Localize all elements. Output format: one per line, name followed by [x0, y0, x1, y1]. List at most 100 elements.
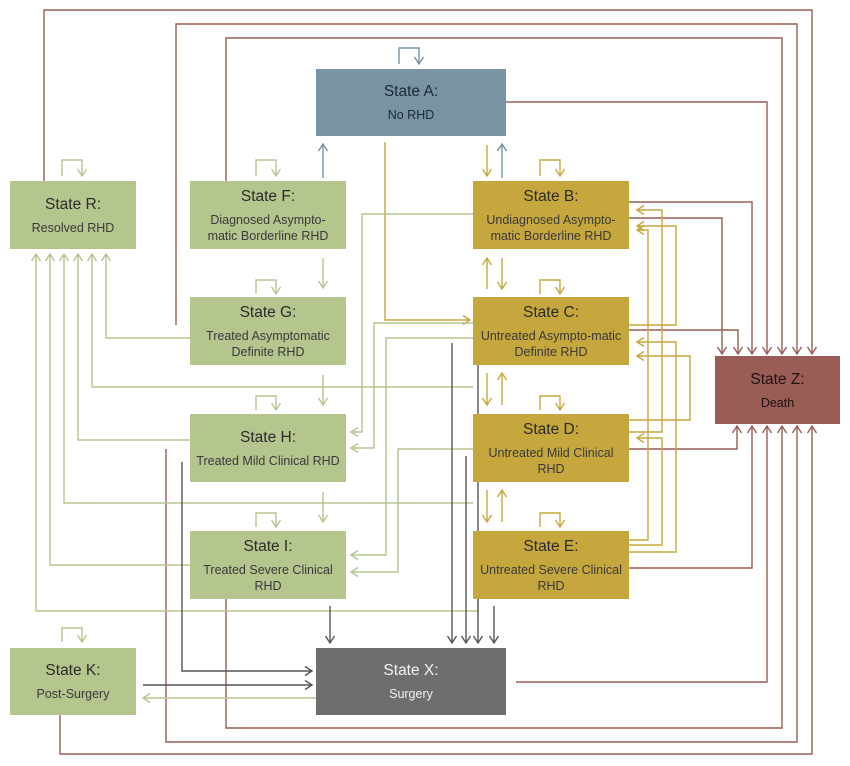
transition-line-47: [351, 213, 473, 433]
arrowhead-20: [746, 424, 758, 434]
transition-line-23: [165, 426, 798, 743]
state-d-title: State D:: [523, 420, 579, 438]
arrowhead-9: [270, 519, 282, 529]
arrowhead-2: [76, 168, 88, 178]
arrowhead-32: [496, 371, 508, 381]
state-z-box: State Z: Death: [715, 356, 840, 424]
state-g-box: State G: Treated Asymptomatic Definite R…: [190, 297, 346, 365]
arrowhead-35: [635, 220, 645, 232]
transition-line-16: [629, 201, 753, 354]
arrowhead-50: [349, 566, 359, 578]
transition-line-9: [255, 512, 277, 527]
transition-line-3: [255, 159, 277, 176]
transition-line-1: [398, 47, 420, 64]
state-z-title: State Z:: [750, 370, 805, 388]
transition-line-12: [43, 9, 813, 354]
state-c-desc: Untreated Asympto-matic Definite RHD: [480, 328, 622, 359]
state-x-desc: Surgery: [389, 687, 433, 701]
state-h-title: State H:: [240, 428, 296, 446]
state-i-title: State I:: [243, 537, 293, 555]
arrowhead-44: [100, 252, 112, 262]
state-k-title: State K:: [45, 662, 101, 679]
transition-line-40: [629, 437, 663, 546]
state-h-box: State H: Treated Mild Clinical RHD: [190, 414, 346, 482]
arrowhead-27: [481, 168, 493, 178]
state-e-desc: Untreated Severe Clinical RHD: [480, 562, 622, 593]
state-f-box: State F: Diagnosed Asympto-matic Borderl…: [190, 181, 346, 249]
transition-line-6: [539, 279, 561, 294]
arrowhead-57: [460, 635, 472, 645]
arrowhead-22: [776, 424, 788, 434]
state-a-title: State A:: [383, 83, 439, 100]
transition-line-18: [629, 329, 739, 354]
arrowhead-37: [635, 224, 645, 236]
transition-line-20: [629, 426, 753, 569]
arrowhead-46: [44, 252, 56, 262]
arrowhead-39: [635, 350, 645, 362]
state-d-desc: Untreated Mild Clinical RHD: [488, 445, 614, 476]
arrowhead-49: [349, 549, 359, 561]
arrowhead-40: [635, 432, 645, 444]
arrowhead-38: [635, 336, 645, 348]
transition-line-5: [255, 279, 277, 294]
state-i-box: State I: Treated Severe Clinical RHD: [190, 531, 346, 599]
arrowhead-59: [488, 635, 500, 645]
state-d-box: State D: Untreated Mild Clinical RHD: [473, 414, 629, 482]
transition-line-28: [384, 142, 470, 321]
arrowhead-4: [554, 168, 566, 178]
state-b-box: State B: Undiagnosed Asympto-matic Borde…: [473, 181, 629, 249]
arrowhead-10: [554, 519, 566, 529]
arrowhead-29: [481, 256, 493, 266]
arrowhead-18: [732, 346, 744, 356]
transition-line-8: [539, 395, 561, 410]
transition-line-48: [351, 322, 473, 449]
transition-line-21: [516, 426, 768, 683]
state-f-title: State F:: [240, 187, 296, 205]
transition-line-44: [105, 254, 190, 339]
arrowhead-61: [304, 679, 314, 691]
state-g-desc: Treated Asymptomatic Definite RHD: [206, 328, 330, 359]
transition-line-13: [175, 23, 798, 354]
transition-line-52: [63, 254, 473, 504]
arrowhead-42: [317, 397, 329, 407]
state-e-title: State E:: [523, 537, 579, 555]
transition-line-24: [59, 426, 813, 755]
state-e-box: State E: Untreated Severe Clinical RHD: [473, 531, 629, 599]
state-h-desc: Treated Mild Clinical RHD: [196, 453, 340, 468]
arrowhead-17: [716, 346, 728, 356]
arrowhead-54: [141, 692, 151, 704]
arrowhead-36: [635, 204, 645, 216]
state-r-box: State R: Resolved RHD: [10, 181, 136, 249]
arrowhead-24: [806, 424, 818, 434]
transition-line-14: [225, 37, 783, 354]
transition-line-19: [629, 426, 738, 450]
state-r-desc: Resolved RHD: [31, 220, 115, 235]
transition-line-45: [77, 254, 190, 441]
transition-line-22: [225, 426, 783, 729]
arrowhead-45: [72, 252, 84, 262]
state-x-title: State X:: [383, 662, 439, 679]
arrowhead-33: [481, 514, 493, 524]
arrowhead-52: [58, 252, 70, 262]
transition-line-17: [629, 217, 723, 354]
transition-line-7: [255, 395, 277, 410]
transition-line-39: [629, 355, 691, 421]
transition-line-15: [506, 101, 768, 354]
state-b-desc: Undiagnosed Asympto-matic Borderline RHD: [486, 212, 616, 243]
transition-line-35: [629, 225, 677, 326]
arrowhead-60: [304, 665, 314, 677]
transition-line-60: [181, 462, 312, 672]
arrowhead-15: [761, 346, 773, 356]
state-b-title: State B:: [523, 187, 579, 205]
state-k-box: State K: Post-Surgery: [10, 648, 136, 715]
state-r-title: State R:: [45, 195, 101, 213]
arrowhead-12: [806, 346, 818, 356]
transition-line-38: [629, 341, 677, 553]
arrowhead-31: [481, 397, 493, 407]
transition-line-50: [351, 448, 473, 573]
arrowhead-19: [731, 424, 743, 434]
arrowhead-23: [791, 424, 803, 434]
arrowhead-26: [496, 142, 508, 152]
arrowhead-41: [317, 280, 329, 290]
